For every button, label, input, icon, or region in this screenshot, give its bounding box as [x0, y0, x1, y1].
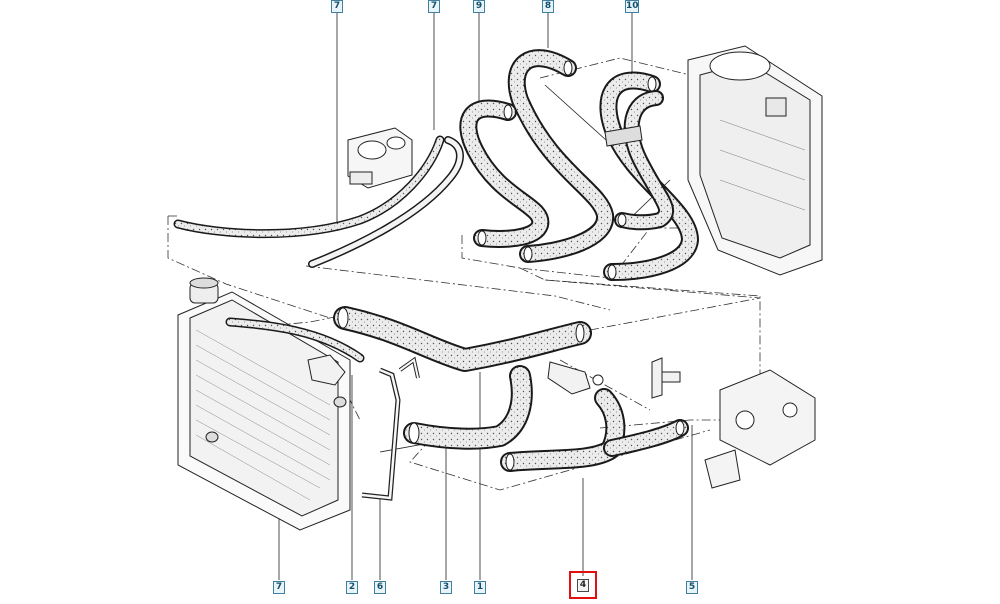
dashdot-bypass	[225, 315, 341, 331]
throttle-body	[347, 127, 413, 189]
callout-7-top-right[interactable]: 7	[428, 0, 440, 13]
callout-4-highlighted[interactable]: 4	[577, 579, 589, 592]
leader-8-to-clip	[544, 84, 607, 141]
callout-10[interactable]: 10	[625, 0, 639, 13]
hose-10b	[616, 92, 672, 229]
engine-block	[687, 45, 823, 276]
hoses	[173, 49, 699, 472]
hose-4-branch	[605, 421, 687, 455]
connectors	[307, 354, 681, 399]
metal-pipe	[361, 356, 420, 501]
bypass-hose	[227, 319, 363, 361]
callout-6[interactable]: 6	[374, 581, 386, 594]
callout-7-bottom[interactable]: 7	[273, 581, 285, 594]
callout-1[interactable]: 1	[474, 581, 486, 594]
thermostat-housing	[704, 369, 816, 489]
hose-clip	[604, 125, 643, 147]
dashdot-right-upper	[519, 267, 761, 299]
dashdot-pipe-ends	[609, 227, 690, 281]
callout-7-top-left[interactable]: 7	[331, 0, 343, 13]
dashdot-upper	[461, 235, 611, 279]
dashdot-tee	[559, 359, 651, 411]
dashdot-tube-end	[589, 297, 761, 331]
hose-1	[335, 308, 590, 370]
callout-3[interactable]: 3	[440, 581, 452, 594]
hose-9	[461, 101, 548, 246]
callout-8[interactable]: 8	[542, 0, 554, 13]
dashdot-left-frame	[167, 216, 331, 319]
callout-2[interactable]: 2	[346, 581, 358, 594]
hose-8	[509, 51, 612, 261]
hose-3	[405, 367, 531, 448]
hose-7b	[309, 137, 463, 267]
highlight-frame	[569, 571, 597, 599]
dashdot-mid	[305, 265, 611, 311]
hose-7	[175, 137, 443, 237]
radiator	[177, 277, 351, 531]
hose-ends	[337, 60, 685, 471]
callout-5[interactable]: 5	[686, 581, 698, 594]
callout-9[interactable]: 9	[473, 0, 485, 13]
dashdot-right-drop	[544, 279, 761, 390]
